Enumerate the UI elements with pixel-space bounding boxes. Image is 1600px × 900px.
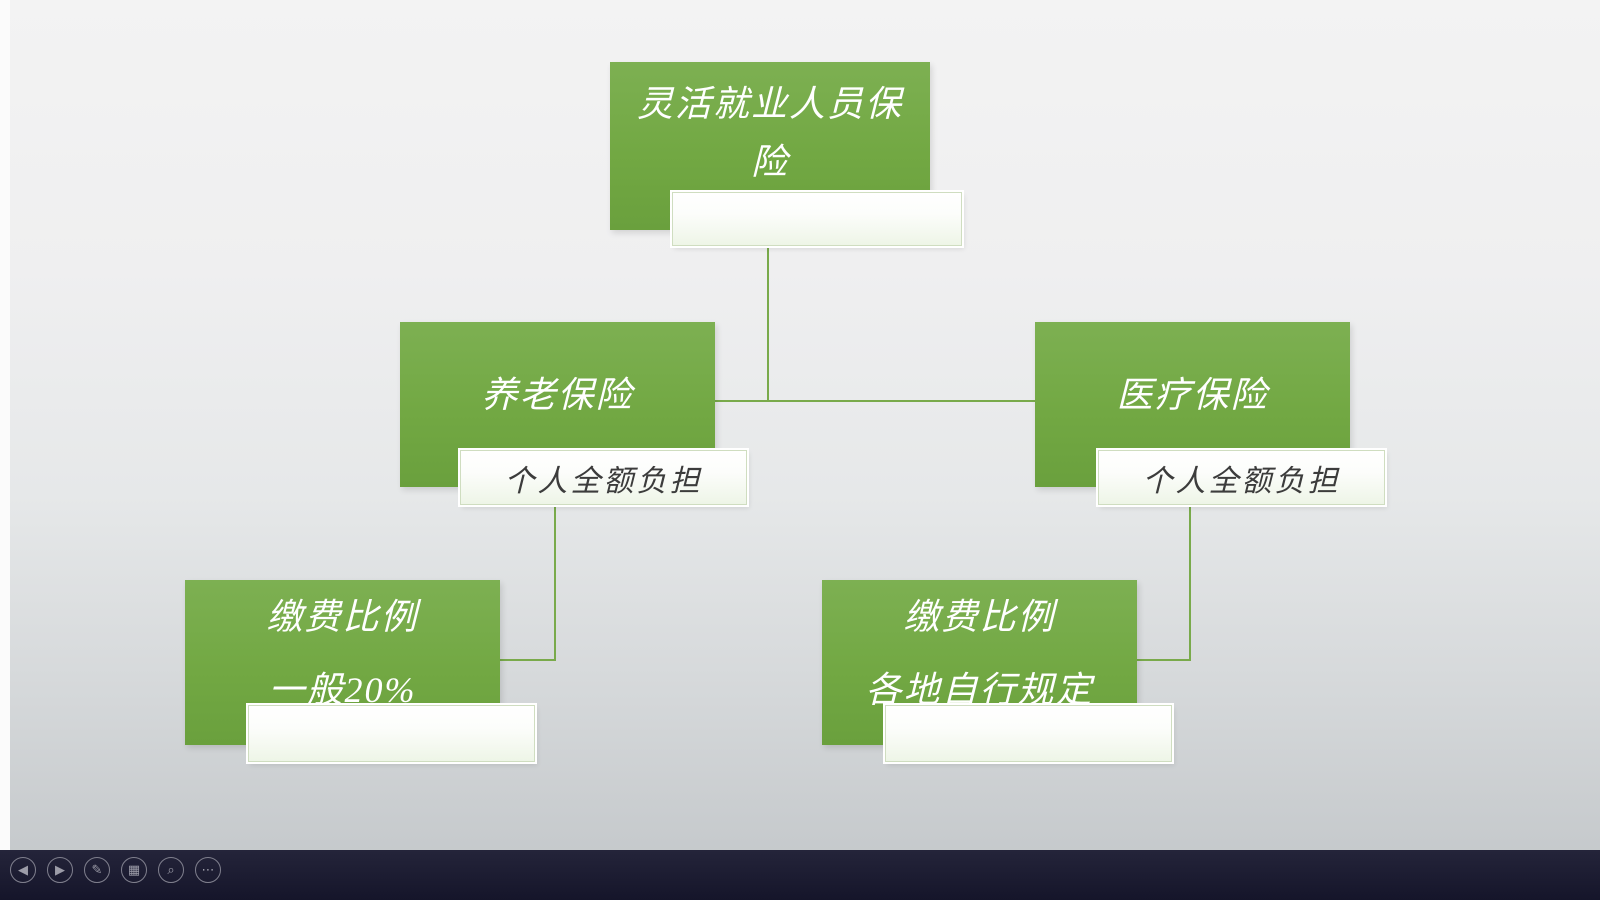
connector-pension-elbow-horizontal	[500, 659, 556, 661]
node-medical-rate-line1: 缴费比例	[903, 597, 1056, 637]
pen-icon: ✎	[91, 862, 103, 878]
presenter-toolbar: ◀ ▶ ✎ ▦ ⌕ ⋯	[0, 850, 1600, 900]
all-slides-icon: ▦	[127, 862, 141, 878]
node-medical-label: 医疗保险	[1116, 374, 1269, 415]
node-pension-note: 个人全额负担	[460, 450, 747, 505]
next-slide-icon: ▶	[55, 862, 65, 878]
slide-left-edge	[0, 0, 10, 850]
node-root-note	[672, 192, 962, 246]
connector-medical-elbow-vertical	[1189, 503, 1191, 661]
node-root-label: 灵活就业人员保险	[636, 84, 903, 182]
connector-children-horizontal	[715, 400, 1036, 402]
connector-medical-elbow-horizontal	[1137, 659, 1191, 661]
node-pension-rate-line1: 缴费比例	[266, 597, 419, 637]
node-medical-note-text: 个人全额负担	[1142, 464, 1341, 498]
node-pension-rate-note	[248, 705, 535, 762]
more-options-icon: ⋯	[201, 862, 215, 878]
node-pension-rate-line2: 一般20%	[268, 670, 417, 711]
zoom-button[interactable]: ⌕	[158, 857, 184, 883]
connector-pension-elbow-vertical	[554, 503, 556, 661]
node-medical-note: 个人全额负担	[1098, 450, 1385, 505]
node-medical-rate-note	[885, 705, 1172, 762]
all-slides-button[interactable]: ▦	[121, 857, 147, 883]
previous-slide-button[interactable]: ◀	[10, 857, 36, 883]
zoom-icon: ⌕	[167, 862, 175, 878]
node-pension-label: 养老保险	[481, 374, 634, 415]
pen-button[interactable]: ✎	[84, 857, 110, 883]
next-slide-button[interactable]: ▶	[47, 857, 73, 883]
node-medical-rate-line2: 各地自行规定	[865, 670, 1094, 711]
previous-slide-icon: ◀	[18, 862, 28, 878]
node-pension-note-text: 个人全额负担	[504, 464, 703, 498]
more-options-button[interactable]: ⋯	[195, 857, 221, 883]
connector-root-vertical	[767, 244, 769, 401]
